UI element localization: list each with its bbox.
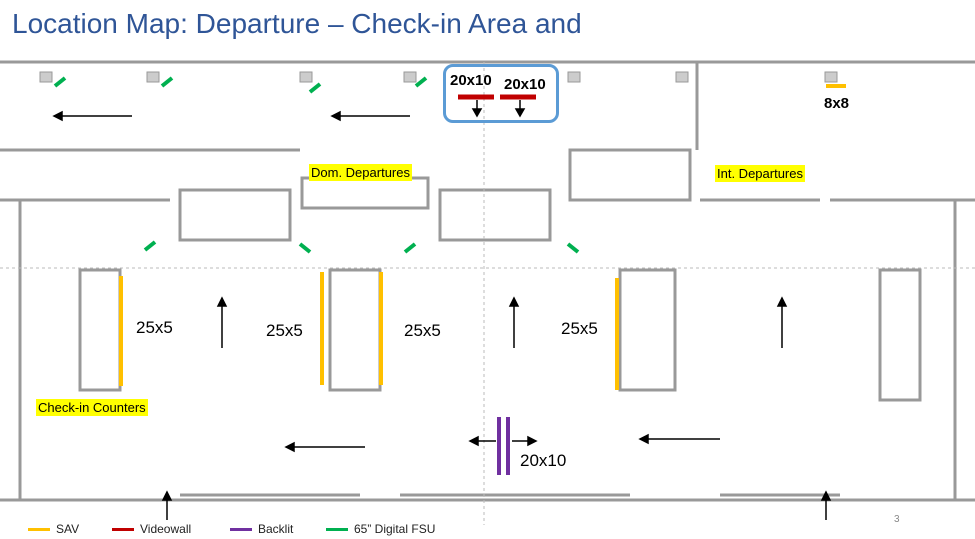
dom-departures-label: Dom. Departures (309, 164, 412, 181)
legend-backlit: Backlit (230, 522, 293, 536)
legend-swatch (112, 527, 134, 531)
check-in-counters-label: Check-in Counters (36, 399, 148, 416)
legend-swatch (230, 527, 252, 531)
floor-plan (0, 60, 975, 525)
flow-arrows (52, 100, 832, 520)
page-number: 3 (894, 514, 900, 525)
walls (0, 60, 975, 502)
backlit-marks (497, 417, 510, 475)
slide-title: Location Map: Departure – Check-in Area … (12, 8, 582, 39)
legend-digital-fsu: 65” Digital FSU (326, 522, 435, 536)
grid-lines (0, 62, 975, 525)
backlit-size: 20x10 (520, 451, 567, 470)
sav-size-1: 25x5 (136, 318, 173, 337)
sav-size-4: 25x5 (561, 319, 598, 338)
legend-sav: SAV (28, 522, 79, 536)
videowall-size-2: 20x10 (504, 76, 546, 93)
videowall-size-1: 20x10 (450, 72, 492, 89)
legend-swatch (28, 527, 50, 531)
sav-size-3: 25x5 (404, 321, 441, 340)
fids-screens (39, 71, 838, 83)
legend-videowall: Videowall (112, 522, 191, 536)
int-departures-label: Int. Departures (715, 165, 805, 182)
sav-size-top: 8x8 (824, 95, 850, 112)
sav-marks (119, 84, 846, 390)
legend-swatch (326, 527, 348, 531)
videowall-callout-box (443, 64, 559, 123)
digital-fsu-marks (53, 76, 580, 254)
sav-size-2: 25x5 (266, 321, 303, 340)
